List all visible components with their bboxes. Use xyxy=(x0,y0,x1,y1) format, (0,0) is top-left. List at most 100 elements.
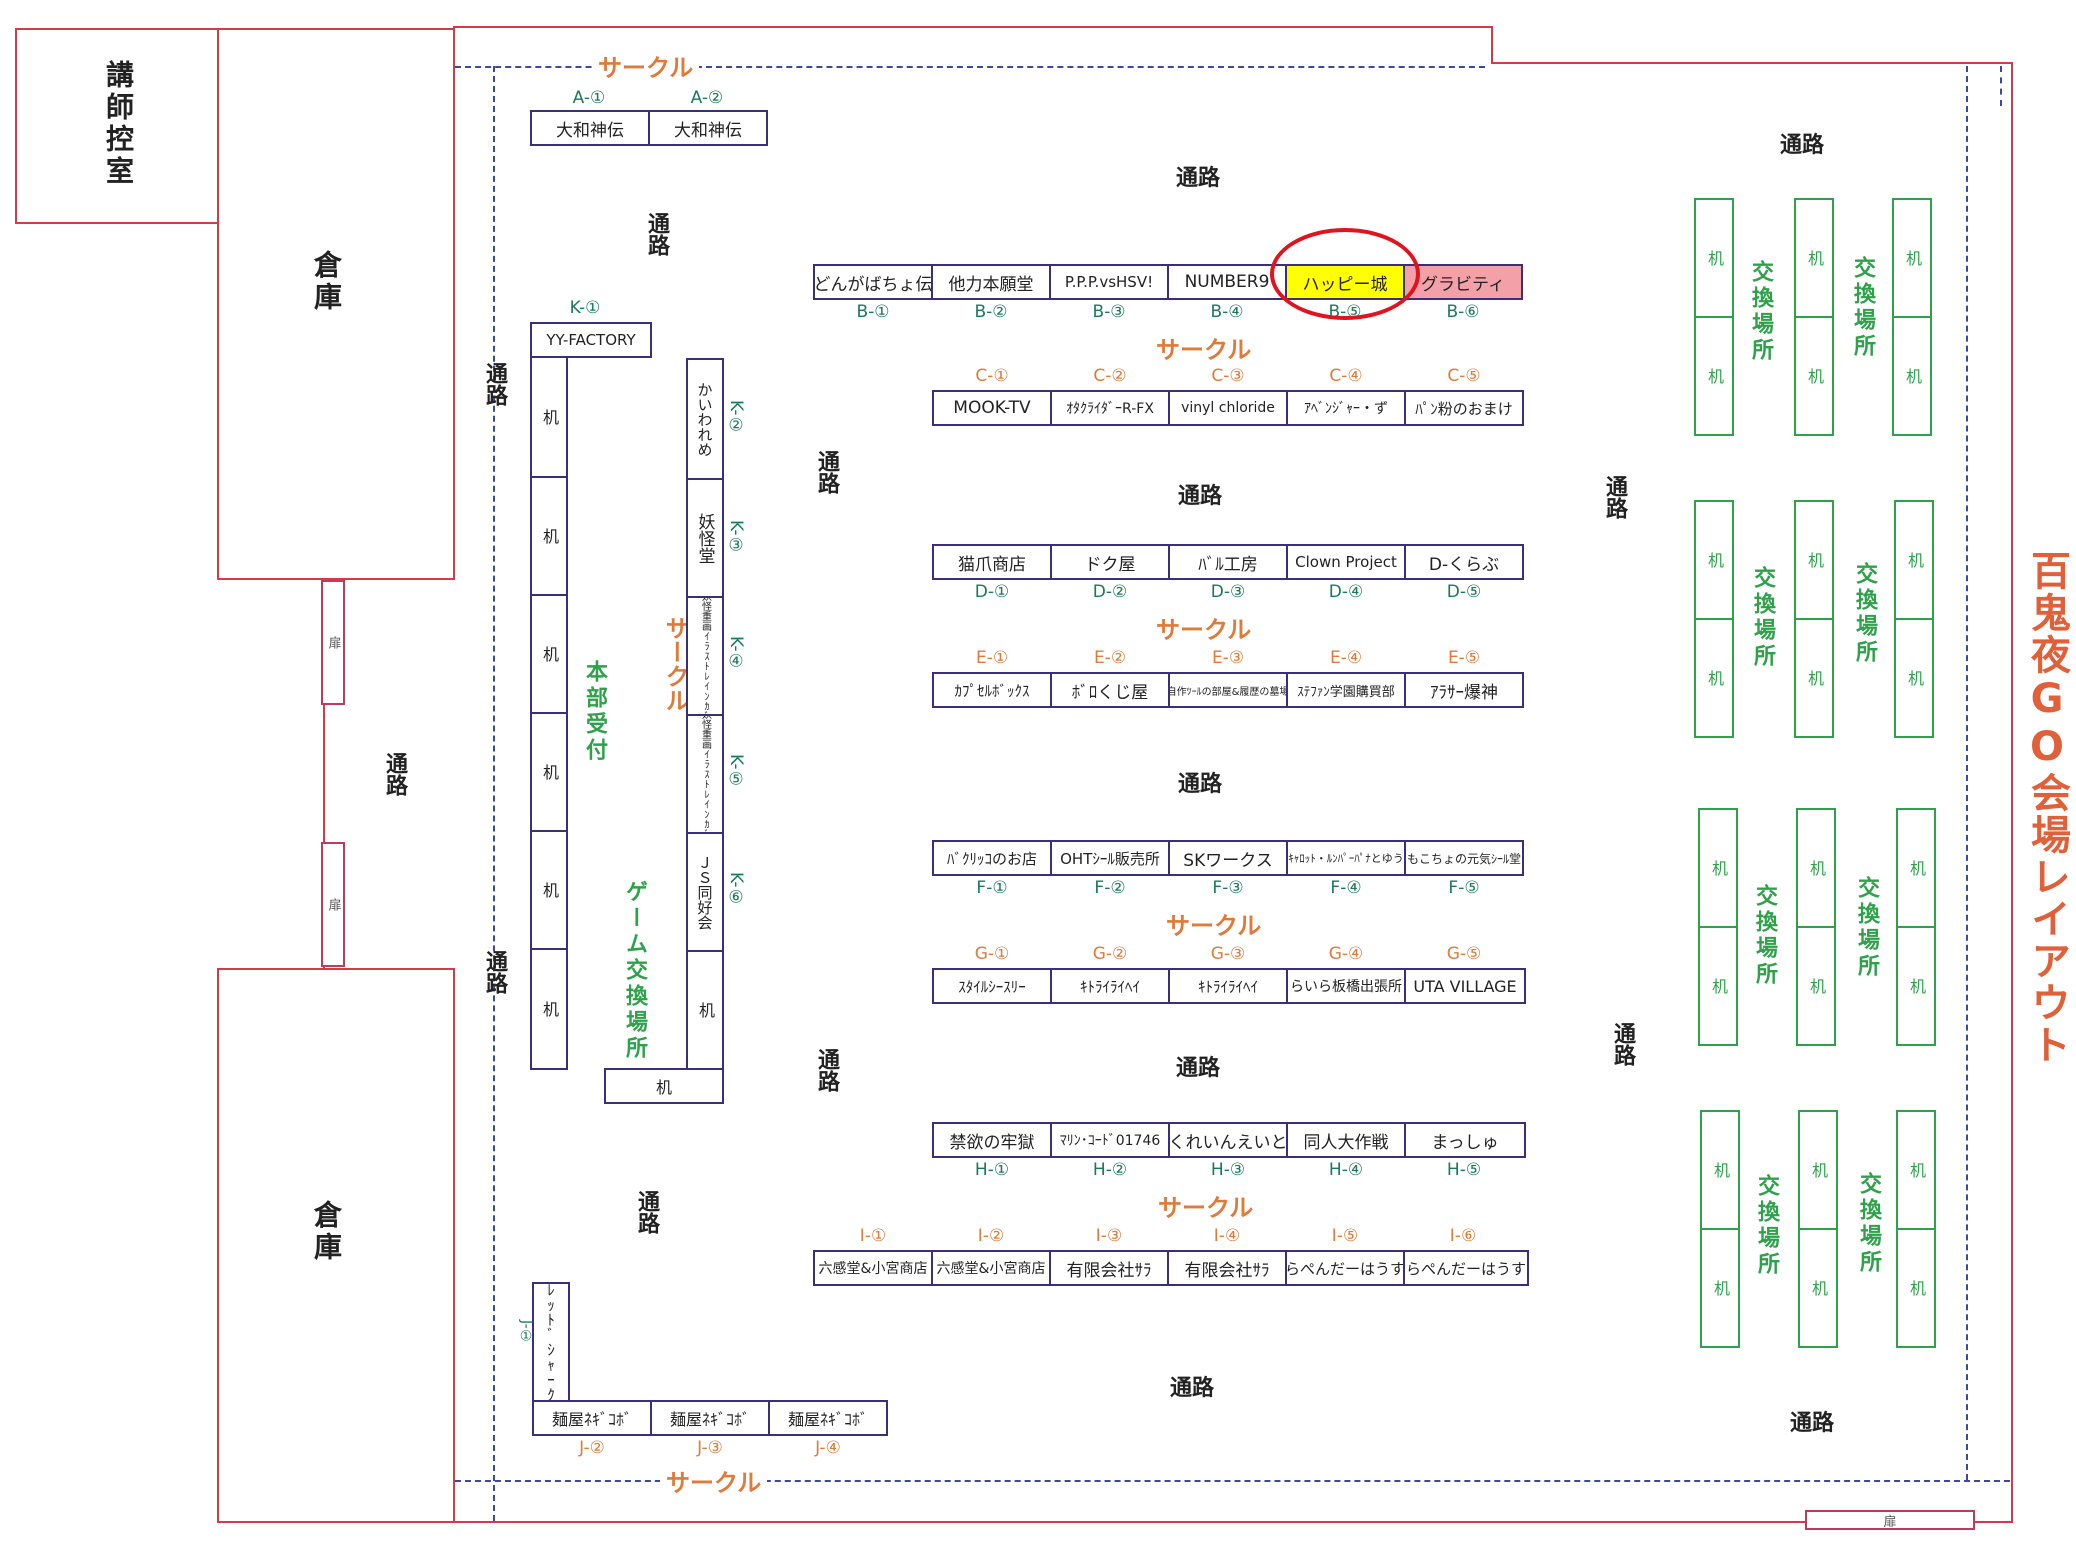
hall-wall-bottom xyxy=(453,1521,2013,1523)
booth-d4[interactable]: Clown Project xyxy=(1286,544,1406,580)
booth-i3[interactable]: 有限会社ｻﾗ xyxy=(1049,1250,1169,1286)
code-e5: E-⑤ xyxy=(1447,648,1481,668)
code-c2: C-② xyxy=(1093,366,1127,386)
booth-k6[interactable]: ＪＳ同好会 xyxy=(686,832,724,952)
booth-c2[interactable]: ｵﾀｸﾗｲﾀﾞｰR-FX xyxy=(1050,390,1170,426)
booth-f3[interactable]: SKワークス xyxy=(1168,840,1288,876)
booth-i6[interactable]: らぺんだーはうす xyxy=(1403,1250,1529,1286)
booth-g5[interactable]: UTA VILLAGE xyxy=(1404,968,1526,1004)
booth-d3[interactable]: ﾊﾞﾙ工房 xyxy=(1168,544,1288,580)
exchange-desk-1a: 机 xyxy=(1694,198,1734,318)
booth-f4[interactable]: ｷｬﾛｯﾄ・ﾙﾝﾊﾟｰﾊﾟﾅとゆう xyxy=(1286,840,1406,876)
booth-d1[interactable]: 猫爪商店 xyxy=(932,544,1052,580)
booth-f2[interactable]: OHTｼｰﾙ販売所 xyxy=(1050,840,1170,876)
door-lower[interactable]: 扉 xyxy=(321,842,345,967)
booth-k1[interactable]: YY-FACTORY xyxy=(530,322,652,358)
exchange-desk-2e: 机 xyxy=(1894,500,1934,620)
hall-wall-top-left xyxy=(453,26,1493,28)
lecturer-room-label: 講師控室 xyxy=(102,60,135,188)
booth-i4[interactable]: 有限会社ｻﾗ xyxy=(1167,1250,1287,1286)
booth-j3[interactable]: 麺屋ﾈｷﾞｺﾎﾞ xyxy=(650,1400,770,1436)
booth-c4[interactable]: ｱﾍﾞﾝｼﾞｬｰ・ず xyxy=(1286,390,1406,426)
booth-f5[interactable]: もこちょの元気ｼｰﾙ堂 xyxy=(1404,840,1524,876)
aisle-between: 通路 xyxy=(382,752,407,796)
code-i2: I-② xyxy=(977,1226,1005,1246)
booth-j1[interactable]: ﾚｯﾄﾞｼｬｰｸ xyxy=(532,1282,570,1402)
booth-i2[interactable]: 六感堂&小宮商店 xyxy=(931,1250,1051,1286)
booth-h5[interactable]: まっしゅ xyxy=(1404,1122,1526,1158)
reception-desk-5: 机 xyxy=(530,830,568,950)
booth-g1[interactable]: ｽﾀｲﾙｼｰｽﾘｰ xyxy=(932,968,1052,1004)
booth-h2[interactable]: ﾏﾘﾝ･ｺｰﾄﾞ01746 xyxy=(1050,1122,1170,1158)
exchange-desk-3f: 机 xyxy=(1896,926,1936,1046)
booth-c1[interactable]: MOOK-TV xyxy=(932,390,1052,426)
booth-k3[interactable]: 妖怪堂 xyxy=(686,478,724,598)
booth-a2[interactable]: 大和神伝 xyxy=(648,110,768,146)
code-e4: E-④ xyxy=(1329,648,1363,668)
code-i4: I-④ xyxy=(1213,1226,1241,1246)
hall-wall-top-right xyxy=(1491,62,2013,64)
booth-i1[interactable]: 六感堂&小宮商店 xyxy=(813,1250,933,1286)
code-h2: H-② xyxy=(1092,1160,1128,1180)
booth-e2[interactable]: ﾎﾞﾛくじ屋 xyxy=(1050,672,1170,708)
aisle-center-2: 通路 xyxy=(1178,772,1223,797)
code-k5: K-⑤ xyxy=(726,754,746,790)
booth-g3[interactable]: ｷﾄﾗｲﾗｲﾍｲ xyxy=(1168,968,1288,1004)
booth-f1[interactable]: ﾊﾞｸﾘｯｺのお店 xyxy=(932,840,1052,876)
exchange-label-4b: 交換場所 xyxy=(1856,1172,1881,1276)
circle-label-bottom: サークル xyxy=(660,1463,768,1498)
booth-h4[interactable]: 同人大作戦 xyxy=(1286,1122,1406,1158)
booth-b1[interactable]: どんがばちょ伝 xyxy=(813,264,933,300)
booth-b4[interactable]: NUMBER9 xyxy=(1167,264,1287,300)
code-b3: B-③ xyxy=(1092,302,1126,322)
booth-h1[interactable]: 禁欲の牢獄 xyxy=(932,1122,1052,1158)
exchange-label-2b: 交換場所 xyxy=(1852,562,1877,666)
desk-label: 机 xyxy=(1705,670,1724,686)
desk-label: 机 xyxy=(1805,552,1824,568)
booth-e4[interactable]: ｽﾃﾌｧﾝ学園購買部 xyxy=(1286,672,1406,708)
code-i6: I-⑥ xyxy=(1449,1226,1477,1246)
reception-desk-1: 机 xyxy=(530,356,568,478)
code-g3: G-③ xyxy=(1210,944,1246,964)
aisle-bottom-right: 通路 xyxy=(1790,1411,1835,1436)
desk-label: 机 xyxy=(1907,1162,1926,1178)
booth-b2[interactable]: 他力本願堂 xyxy=(931,264,1051,300)
exchange-label-3a: 交換場所 xyxy=(1752,884,1777,988)
reception-desk-2: 机 xyxy=(530,476,568,596)
booth-d5[interactable]: D-くらぶ xyxy=(1404,544,1524,580)
code-g4: G-④ xyxy=(1328,944,1364,964)
booth-k4[interactable]: ﾄﾞﾗ妖怪重画ｲﾗｽﾄﾚｲﾝｶﾞｲﾄﾞ xyxy=(686,596,724,716)
circle-label-hi: サークル xyxy=(1152,1188,1260,1223)
booth-k5[interactable]: ﾄﾞﾗ妖怪重画ｲﾗｽﾄﾚｲﾝｶﾞｲﾄﾞ xyxy=(686,714,724,834)
booth-c5[interactable]: ﾊﾟﾝ粉のおまけ xyxy=(1404,390,1524,426)
door-upper-label: 扉 xyxy=(325,636,341,649)
booth-e1[interactable]: ｶﾌﾟｾﾙﾎﾞｯｸｽ xyxy=(932,672,1052,708)
booth-g4[interactable]: らいら板橋出張所 xyxy=(1286,968,1406,1004)
booth-i5[interactable]: らぺんだーはうす xyxy=(1285,1250,1405,1286)
booth-e5[interactable]: ｱﾗｻｰ爆神 xyxy=(1404,672,1524,708)
code-c4: C-④ xyxy=(1329,366,1363,386)
booth-a1[interactable]: 大和神伝 xyxy=(530,110,650,146)
booth-b3[interactable]: P.P.P.vsHSV! xyxy=(1049,264,1169,300)
desk-label: 机 xyxy=(1903,250,1922,266)
door-upper[interactable]: 扉 xyxy=(321,580,345,705)
booth-h3[interactable]: くれいんえいと xyxy=(1168,1122,1288,1158)
storage-top-label: 倉庫 xyxy=(310,250,343,314)
booth-j4[interactable]: 麺屋ﾈｷﾞｺﾎﾞ xyxy=(768,1400,888,1436)
desk-label: 机 xyxy=(540,409,559,425)
desk-label: 机 xyxy=(1807,860,1826,876)
booth-k2[interactable]: かいわれめ xyxy=(686,358,724,480)
booth-c3[interactable]: vinyl chloride xyxy=(1168,390,1288,426)
exchange-label-4a: 交換場所 xyxy=(1754,1174,1779,1278)
booth-j2[interactable]: 麺屋ﾈｷﾞｺﾎﾞ xyxy=(532,1400,652,1436)
booth-e3[interactable]: 自作ﾂｰﾙの部屋&履歴の墓場 xyxy=(1168,672,1288,708)
door-bottom-right[interactable]: 扉 xyxy=(1805,1510,1975,1530)
exchange-desk-3b: 机 xyxy=(1698,926,1738,1046)
exchange-label-1b: 交換場所 xyxy=(1850,256,1875,360)
booth-d2[interactable]: ドク屋 xyxy=(1050,544,1170,580)
code-f2: F-② xyxy=(1094,878,1126,898)
highlight-circle-marker xyxy=(1270,228,1420,320)
code-a2: A-② xyxy=(690,88,724,108)
booth-b6[interactable]: グラビティ xyxy=(1403,264,1523,300)
booth-g2[interactable]: ｷﾄﾗｲﾗｲﾍｲ xyxy=(1050,968,1170,1004)
